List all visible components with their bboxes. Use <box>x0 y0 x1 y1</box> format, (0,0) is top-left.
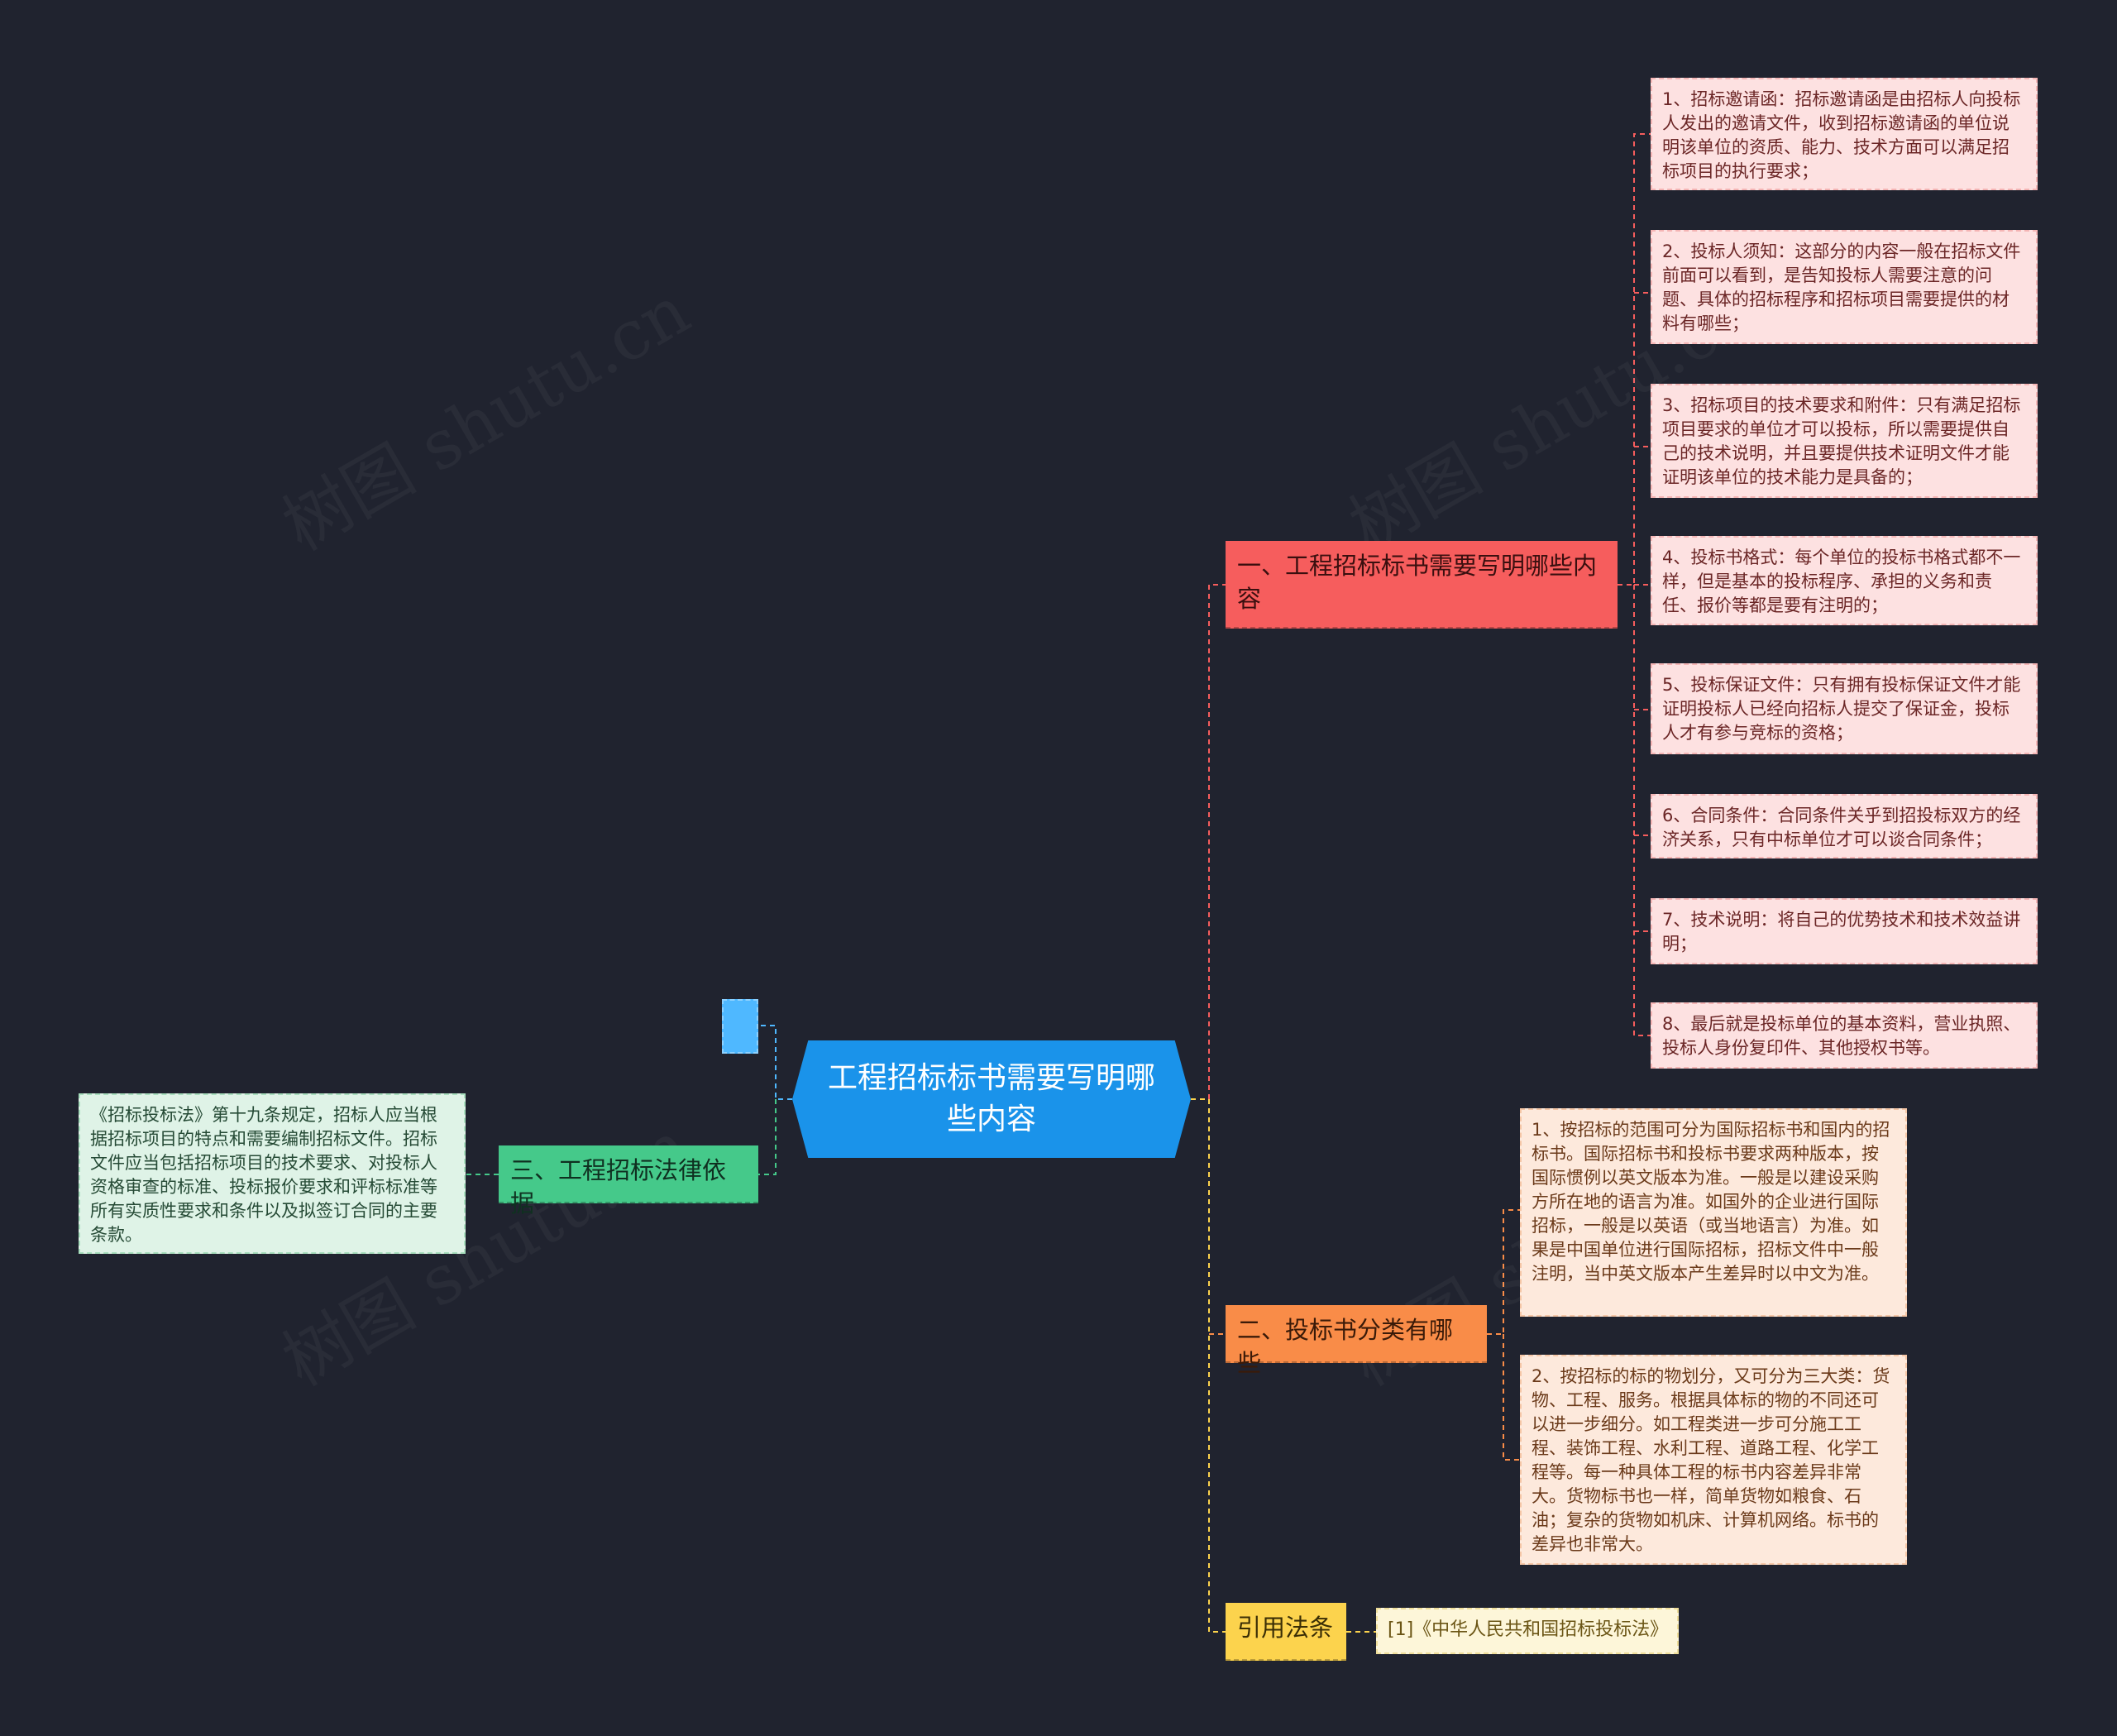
branch-label: 三、工程招标法律依据 <box>510 1156 727 1217</box>
leaf-bid-format[interactable]: 4、投标书格式：每个单位的投标书格式都不一样，但是基本的投标程序、承担的义务和责… <box>1651 536 2038 625</box>
leaf-law-citation[interactable]: [1]《中华人民共和国招标投标法》 <box>1376 1608 1679 1654</box>
leaf-text: 8、最后就是投标单位的基本资料，营业执照、投标人身份复印件、其他授权书等。 <box>1662 1014 2021 1058</box>
leaf-text: 1、招标邀请函：招标邀请函是由招标人向投标人发出的邀请文件，收到招标邀请函的单位… <box>1662 89 2021 181</box>
leaf-text: 4、投标书格式：每个单位的投标书格式都不一样，但是基本的投标程序、承担的义务和责… <box>1662 548 2021 615</box>
branch-label: 二、投标书分类有哪些 <box>1237 1316 1454 1377</box>
leaf-text: 3、招标项目的技术要求和附件：只有满足招标项目要求的单位才可以投标，所以需要提供… <box>1662 395 2021 487</box>
branch-bid-categories[interactable]: 二、投标书分类有哪些 <box>1226 1305 1487 1377</box>
leaf-scope-classification[interactable]: 1、按招标的范围可分为国际招标书和国内的招标书。国际招标书和投标书要求两种版本，… <box>1520 1108 1907 1317</box>
branch-label: 一、工程招标标书需要写明哪些内容 <box>1237 552 1598 613</box>
leaf-text: 7、技术说明：将自己的优势技术和技术效益讲明； <box>1662 910 2021 954</box>
leaf-basic-information[interactable]: 8、最后就是投标单位的基本资料，营业执照、投标人身份复印件、其他授权书等。 <box>1651 1002 2038 1069</box>
leaf-text: 2、按招标的标的物划分，又可分为三大类：货物、工程、服务。根据具体标的物的不同还… <box>1532 1366 1890 1554</box>
leaf-technical-requirements[interactable]: 3、招标项目的技术要求和附件：只有满足招标项目要求的单位才可以投标，所以需要提供… <box>1651 384 2038 498</box>
central-topic[interactable]: 工程招标标书需要写明哪些内容 <box>792 1040 1191 1158</box>
leaf-text: 《招标投标法》第十九条规定，招标人应当根据招标项目的特点和需要编制招标文件。招标… <box>90 1105 437 1245</box>
leaf-text: 5、投标保证文件：只有拥有投标保证文件才能证明投标人已经向招标人提交了保证金，投… <box>1662 675 2021 743</box>
branch-legal-basis[interactable]: 三、工程招标法律依据 <box>499 1145 758 1217</box>
leaf-bid-guarantee[interactable]: 5、投标保证文件：只有拥有投标保证文件才能证明投标人已经向招标人提交了保证金，投… <box>1651 663 2038 754</box>
leaf-invitation-letter[interactable]: 1、招标邀请函：招标邀请函是由招标人向投标人发出的邀请文件，收到招标邀请函的单位… <box>1651 78 2038 190</box>
leaf-contract-terms[interactable]: 6、合同条件：合同条件关乎到招投标双方的经济关系，只有中标单位才可以谈合同条件； <box>1651 794 2038 858</box>
leaf-technical-description[interactable]: 7、技术说明：将自己的优势技术和技术效益讲明； <box>1651 898 2038 964</box>
branch-label: 引用法条 <box>1237 1614 1334 1642</box>
leaf-text: 1、按招标的范围可分为国际招标书和国内的招标书。国际招标书和投标书要求两种版本，… <box>1532 1120 1890 1284</box>
leaf-subject-classification[interactable]: 2、按招标的标的物划分，又可分为三大类：货物、工程、服务。根据具体标的物的不同还… <box>1520 1355 1907 1565</box>
leaf-text: 6、合同条件：合同条件关乎到招投标双方的经济关系，只有中标单位才可以谈合同条件； <box>1662 806 2021 849</box>
leaf-legal-article[interactable]: 《招标投标法》第十九条规定，招标人应当根据招标项目的特点和需要编制招标文件。招标… <box>79 1093 466 1254</box>
branch-content-requirements[interactable]: 一、工程招标标书需要写明哪些内容 <box>1226 541 1618 629</box>
leaf-text: 2、投标人须知：这部分的内容一般在招标文件前面可以看到，是告知投标人需要注意的问… <box>1662 242 2021 333</box>
central-topic-label: 工程招标标书需要写明哪些内容 <box>827 1061 1155 1136</box>
leaf-text: [1]《中华人民共和国招标投标法》 <box>1388 1619 1669 1640</box>
leaf-bidder-instructions[interactable]: 2、投标人须知：这部分的内容一般在招标文件前面可以看到，是告知投标人需要注意的问… <box>1651 230 2038 344</box>
branch-cited-law[interactable]: 引用法条 <box>1226 1603 1346 1661</box>
floating-blank-node[interactable] <box>722 999 758 1054</box>
